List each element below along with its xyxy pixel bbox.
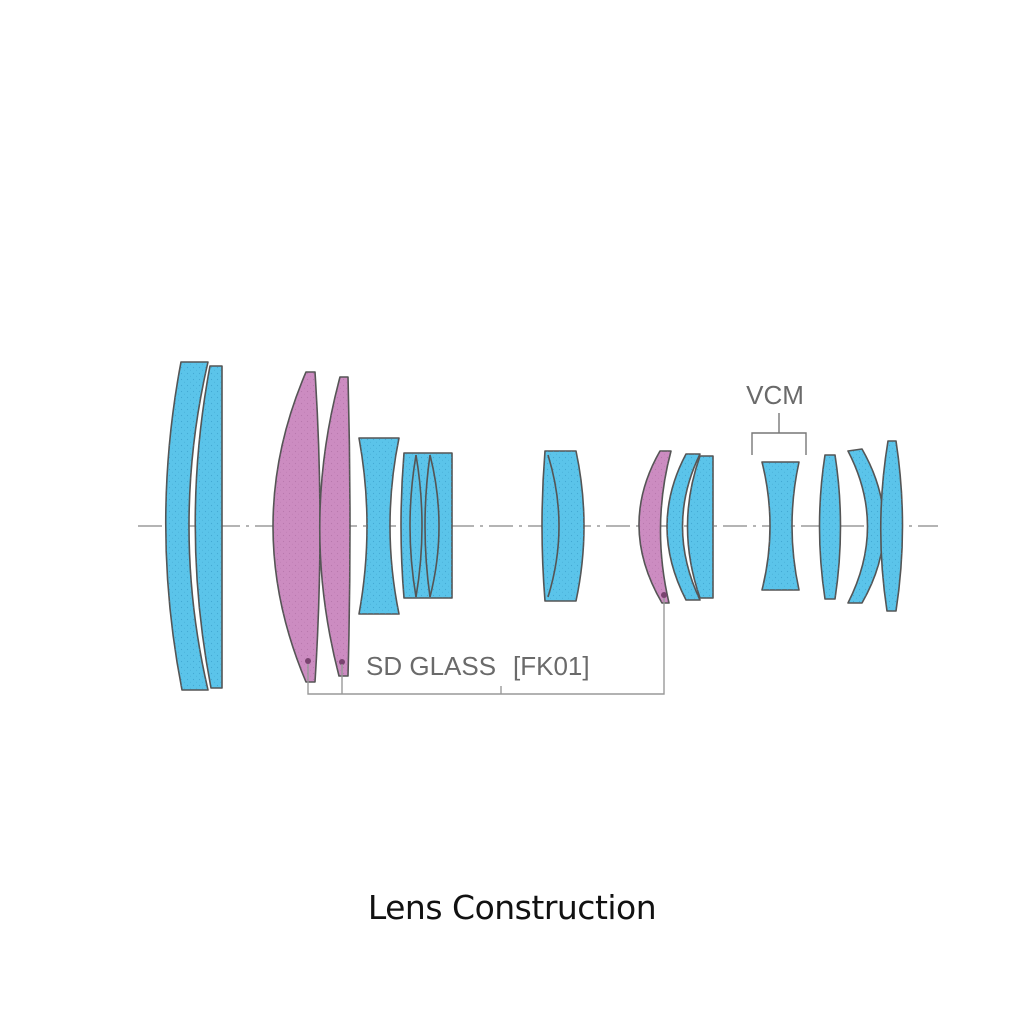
figure-caption: Lens Construction: [367, 888, 657, 927]
sd-glass-bracket: [307, 598, 665, 695]
lens-element-13: [879, 440, 904, 612]
lens-element-2: [194, 365, 223, 689]
lens-element-5: [358, 437, 400, 615]
vcm-label: VCM: [746, 380, 804, 410]
lens-element-11: [818, 454, 842, 600]
sd-glass-label: SD GLASS: [366, 651, 496, 681]
sd-glass-element-2: [318, 376, 351, 677]
sd-glass-code: [FK01]: [513, 651, 590, 681]
lens-element-12: [847, 448, 885, 604]
lens-element-9: [666, 453, 714, 601]
lens-element-6: [400, 452, 453, 599]
sd-glass-element-1: [272, 371, 321, 683]
lens-element-1: [164, 361, 209, 691]
lens-element-7: [541, 450, 585, 602]
vcm-lens-element: [761, 461, 800, 591]
sd-glass-element-3: [638, 450, 672, 604]
vcm-bracket: [751, 413, 807, 455]
